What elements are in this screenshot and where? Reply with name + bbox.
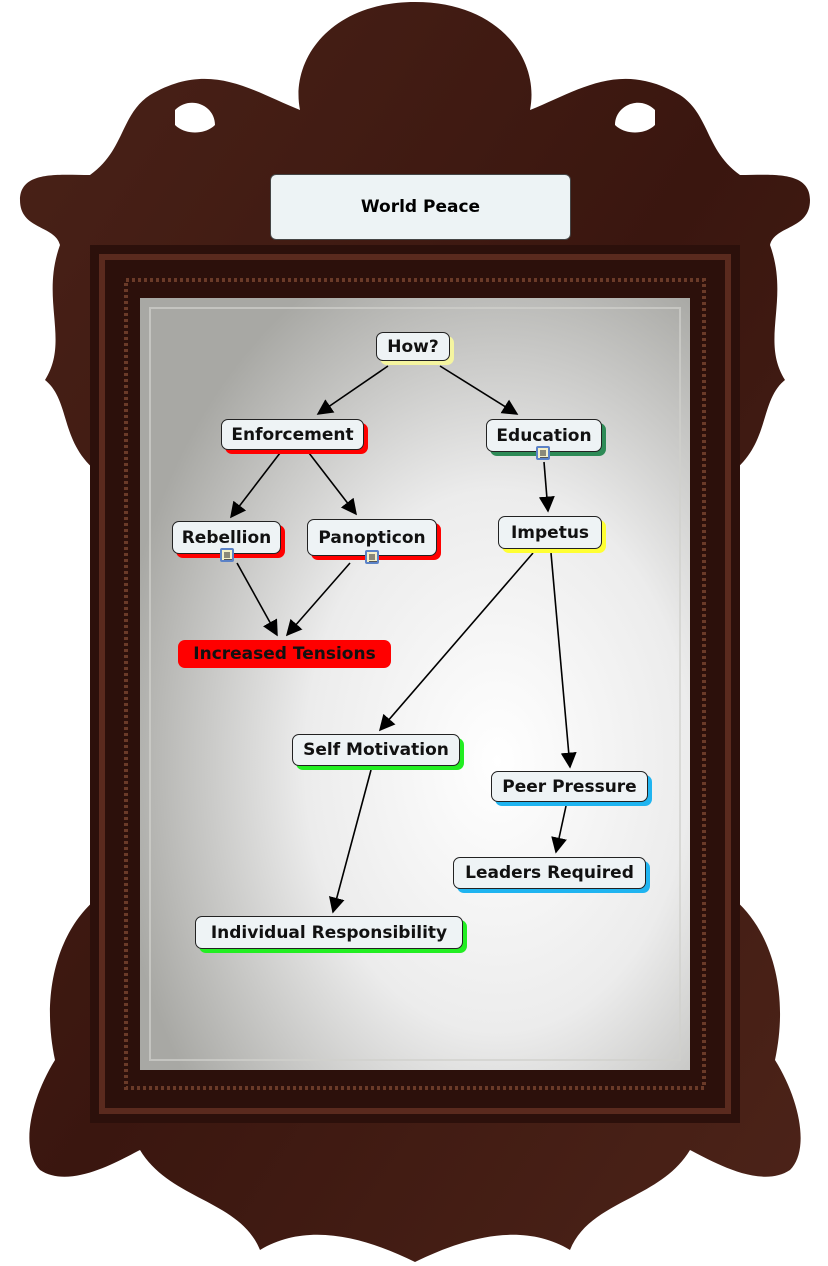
edge-impetus-self <box>378 552 534 732</box>
node-education[interactable]: Education <box>486 419 602 452</box>
edge-how-education <box>439 365 519 415</box>
edge-panopticon-tensions <box>285 562 351 637</box>
edge-self-individual <box>328 769 372 914</box>
note-icon[interactable] <box>220 548 234 562</box>
note-icon[interactable] <box>365 550 379 564</box>
edge-peer-leaders <box>551 805 567 854</box>
node-impetus[interactable]: Impetus <box>498 516 602 549</box>
map-title[interactable]: World Peace <box>270 174 571 240</box>
edge-how-enforcement <box>316 365 389 415</box>
note-icon[interactable] <box>536 446 550 460</box>
node-how[interactable]: How? <box>376 332 450 361</box>
node-increased-tensions[interactable]: Increased Tensions <box>178 640 391 668</box>
node-enforcement[interactable]: Enforcement <box>221 419 364 450</box>
node-peer-pressure[interactable]: Peer Pressure <box>491 771 648 802</box>
edge-enforcement-panopticon <box>308 452 357 516</box>
node-rebellion[interactable]: Rebellion <box>172 521 281 554</box>
edge-education-impetus <box>538 461 555 513</box>
edge-impetus-peer <box>550 552 577 769</box>
node-self-motivation[interactable]: Self Motivation <box>292 734 460 766</box>
node-individual-responsibility[interactable]: Individual Responsibility <box>195 916 463 949</box>
edge-rebellion-tensions <box>236 562 278 637</box>
edge-enforcement-rebellion <box>230 452 281 519</box>
node-leaders-required[interactable]: Leaders Required <box>453 857 646 889</box>
